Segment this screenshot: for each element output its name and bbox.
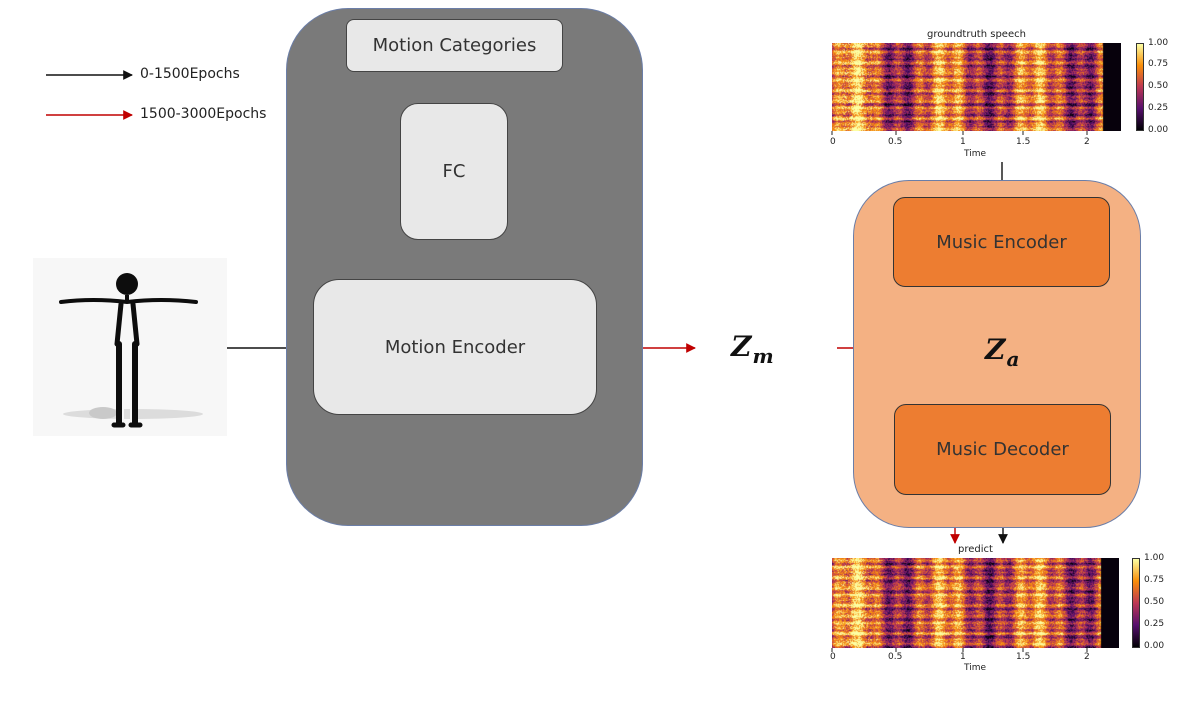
bottom-spectrogram-xaxis	[831, 648, 1088, 652]
top-x-tick-0: 0	[830, 137, 836, 147]
top-colorbar	[1136, 43, 1144, 131]
top-cb-tick-0.5: 0.50	[1148, 81, 1169, 91]
top-x-tick-1: 1	[960, 137, 966, 147]
za-latent: Za	[985, 333, 1020, 371]
stick-figure-icon	[59, 273, 203, 428]
top-cb-tick-1: 1.00	[1148, 38, 1169, 48]
music-encoder-box: Music Encoder	[893, 197, 1110, 287]
bottom-x-tick-0.5: 0.5	[888, 652, 903, 662]
top-x-tick-1.5: 1.5	[1016, 137, 1031, 147]
legend-black-label: 0-1500Epochs	[140, 66, 240, 82]
bottom-colorbar	[1132, 558, 1140, 648]
bottom-x-label: Time	[964, 663, 987, 673]
legend-red-label: 1500-3000Epochs	[140, 106, 267, 122]
bottom-cb-tick-1: 1.00	[1144, 553, 1165, 563]
figure-image	[33, 258, 227, 436]
bottom-cb-tick-0: 0.00	[1144, 641, 1165, 651]
bottom-cb-tick-0.75: 0.75	[1144, 575, 1165, 585]
top-x-label: Time	[964, 149, 987, 159]
bottom-cb-tick-0.5: 0.50	[1144, 597, 1165, 607]
top-spectrogram-plot	[832, 43, 1121, 131]
bottom-spectrogram-plot	[832, 558, 1119, 648]
motion-module-panel	[286, 8, 643, 526]
bottom-x-tick-0: 0	[830, 652, 836, 662]
top-x-tick-0.5: 0.5	[888, 137, 903, 147]
zm-latent: Zm	[731, 330, 774, 368]
top-x-tick-2: 2	[1084, 137, 1090, 147]
motion-encoder-box: Motion Encoder	[313, 279, 597, 415]
top-spectrogram-title: groundtruth speech	[927, 29, 1026, 40]
bottom-cb-tick-0.25: 0.25	[1144, 619, 1165, 629]
fc-box: FC	[400, 103, 508, 240]
music-decoder-box: Music Decoder	[894, 404, 1111, 495]
top-cb-tick-0: 0.00	[1148, 125, 1169, 135]
bottom-x-tick-2: 2	[1084, 652, 1090, 662]
bottom-spectrogram-title: predict	[958, 544, 993, 555]
bottom-x-tick-1: 1	[960, 652, 966, 662]
top-cb-tick-0.25: 0.25	[1148, 103, 1169, 113]
top-cb-tick-0.75: 0.75	[1148, 59, 1169, 69]
top-spectrogram-xaxis	[831, 131, 1088, 135]
motion-categories-box: Motion Categories	[346, 19, 563, 72]
bottom-x-tick-1.5: 1.5	[1016, 652, 1031, 662]
